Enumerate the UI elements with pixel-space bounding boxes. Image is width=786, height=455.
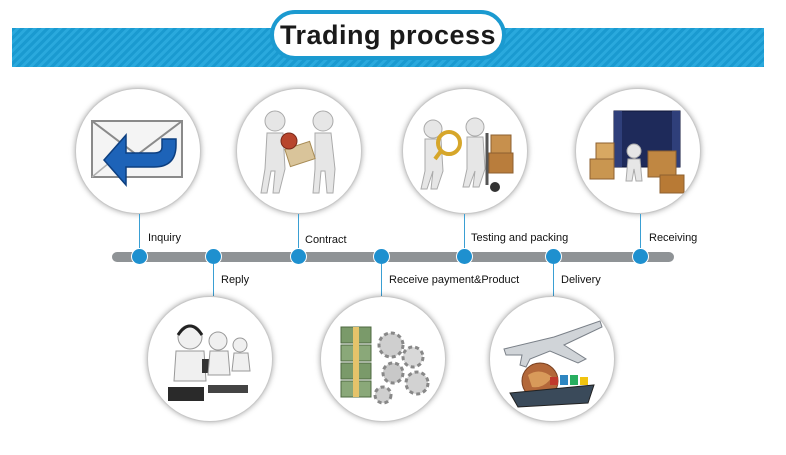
step-label-contract: Contract: [305, 234, 347, 246]
step-image-reply: [147, 296, 273, 422]
timeline-dot-contract: [290, 248, 307, 265]
timeline-dot-payment: [373, 248, 390, 265]
handshake-contract-icon: [260, 110, 336, 194]
step-image-payment: [320, 296, 446, 422]
timeline-dot-receiving: [632, 248, 649, 265]
container-boxes-icon: [589, 110, 685, 194]
step-label-receiving: Receiving: [649, 232, 698, 244]
timeline-dot-inquiry: [131, 248, 148, 265]
step-label-delivery: Delivery: [561, 274, 601, 286]
step-label-payment: Receive payment&Product: [389, 274, 520, 286]
step-label-inquiry: Inquiry: [148, 232, 182, 244]
call-center-icon: [168, 324, 251, 401]
step-image-testing: [402, 88, 528, 214]
step-image-inquiry: [75, 88, 201, 214]
plane-ship-globe-icon: [503, 320, 603, 408]
timeline-dot-reply: [205, 248, 222, 265]
step-label-testing: Testing and packing: [471, 232, 569, 244]
step-image-receiving: [575, 88, 701, 214]
step-image-delivery: [489, 296, 615, 422]
money-gears-icon: [340, 326, 430, 405]
step-image-contract: [236, 88, 362, 214]
envelope-reply-icon: [91, 120, 183, 187]
page-title: Trading process: [279, 19, 497, 50]
step-label-reply: Reply: [221, 274, 250, 286]
inspection-forklift-icon: [420, 117, 514, 192]
timeline-dot-testing: [456, 248, 473, 265]
timeline-dot-delivery: [545, 248, 562, 265]
timeline-bar: [112, 252, 674, 262]
title-pill: Trading process: [270, 10, 506, 60]
